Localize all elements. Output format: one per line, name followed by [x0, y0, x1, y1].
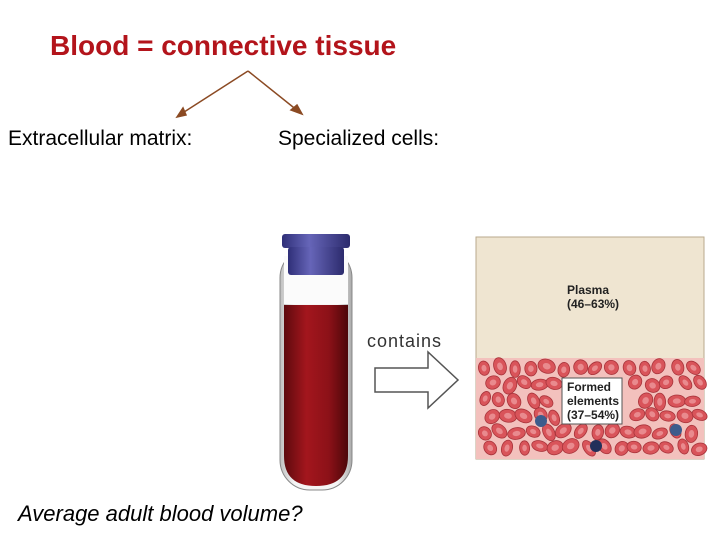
red-blood-cell	[614, 441, 629, 456]
red-blood-cell	[651, 358, 666, 375]
tube-cap-top	[282, 234, 350, 248]
red-blood-cell	[514, 408, 533, 424]
red-blood-cell	[531, 440, 549, 452]
tube-cap	[288, 247, 344, 275]
red-blood-cell	[627, 374, 643, 390]
red-blood-cell	[691, 442, 708, 456]
red-blood-cell	[479, 391, 491, 406]
formed-range: (37–54%)	[567, 408, 620, 422]
plasma-label-box	[562, 283, 620, 317]
red-blood-cell	[693, 374, 707, 390]
formed-elements-label: Formed elements (37–54%)	[567, 380, 619, 422]
red-blood-cell	[524, 361, 538, 377]
red-blood-cell	[684, 395, 701, 407]
red-blood-cell	[619, 425, 637, 439]
red-blood-cell	[629, 408, 646, 422]
red-blood-cell	[604, 422, 620, 439]
red-blood-cell	[519, 440, 531, 456]
red-blood-cell	[477, 426, 492, 441]
contains-label: contains	[367, 331, 443, 351]
red-blood-cell	[525, 425, 541, 438]
red-blood-cell	[484, 409, 500, 425]
blood-volume-question: Average adult blood volume?	[18, 501, 303, 526]
plasma-label: Plasma (46–63%)	[567, 283, 619, 311]
tube-blood	[284, 305, 348, 486]
red-blood-cell	[573, 359, 589, 375]
contains-arrow	[374, 350, 460, 410]
red-blood-cell	[491, 392, 505, 408]
specialized-cells-label: Specialized cells:	[278, 127, 440, 150]
red-blood-cell	[603, 359, 619, 375]
white-blood-cell	[535, 415, 547, 427]
red-blood-cell	[642, 441, 660, 455]
red-blood-cell	[485, 375, 501, 390]
extracellular-matrix-label: Extracellular matrix:	[8, 127, 193, 150]
red-blood-cell	[684, 424, 699, 443]
red-blood-cell	[507, 427, 526, 440]
plasma-name: Plasma	[567, 283, 610, 297]
red-blood-cell	[587, 361, 603, 376]
red-blood-cell	[686, 360, 701, 375]
red-blood-cell	[502, 376, 518, 395]
red-blood-cell	[659, 441, 674, 454]
red-blood-cell	[493, 357, 507, 376]
left-branch-line	[180, 70, 249, 115]
right-branch-arrowhead	[289, 103, 304, 116]
red-blood-cell	[638, 392, 654, 409]
red-blood-cell	[509, 360, 521, 378]
red-blood-cell	[676, 408, 694, 424]
red-blood-cell	[691, 408, 708, 421]
red-blood-cell	[591, 424, 604, 441]
red-blood-cell	[548, 409, 561, 426]
red-blood-cell	[561, 438, 580, 454]
white-blood-cell	[670, 424, 682, 436]
red-blood-cell	[658, 375, 674, 390]
red-blood-cell	[491, 423, 508, 439]
composition-panel	[475, 236, 708, 460]
red-blood-cell	[651, 427, 668, 440]
slide-title: Blood = connective tissue	[50, 30, 397, 61]
white-blood-cell	[590, 440, 602, 452]
red-blood-cell	[678, 375, 693, 390]
right-branch-line	[247, 70, 299, 112]
test-tube	[279, 234, 353, 491]
red-blood-cell	[500, 439, 514, 457]
left-branch-arrowhead	[175, 106, 188, 119]
red-blood-cell	[659, 410, 676, 422]
formed-name-line2: elements	[567, 394, 620, 408]
red-blood-cell	[483, 440, 498, 456]
red-blood-cell	[478, 360, 490, 376]
red-blood-cell	[516, 375, 532, 389]
formed-label-box	[561, 377, 623, 425]
plasma-range: (46–63%)	[567, 297, 620, 311]
red-blood-cell	[539, 395, 554, 408]
red-blood-cell	[644, 378, 661, 393]
red-blood-cell	[626, 440, 642, 454]
branch-arrows	[175, 70, 304, 119]
red-blood-cell	[537, 358, 556, 374]
red-blood-cell	[554, 422, 572, 439]
red-blood-cells	[477, 357, 708, 457]
red-blood-cell	[639, 360, 651, 377]
red-blood-cell	[573, 423, 588, 439]
red-blood-cell	[667, 394, 686, 408]
red-blood-cell	[506, 393, 522, 409]
red-blood-cell	[653, 392, 667, 412]
formed-name-line1: Formed	[567, 380, 612, 394]
red-blood-cell	[557, 362, 571, 378]
red-blood-cell	[677, 438, 690, 455]
red-blood-cell	[622, 360, 637, 376]
red-blood-cell	[671, 359, 685, 376]
red-blood-cell	[645, 407, 660, 422]
red-blood-cell	[633, 424, 652, 439]
